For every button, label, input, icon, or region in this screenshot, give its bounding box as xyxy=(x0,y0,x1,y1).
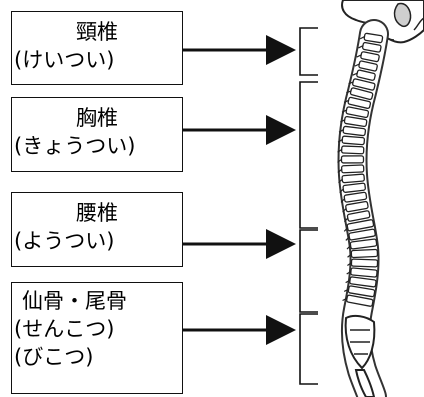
vertebra xyxy=(350,258,379,268)
bracket-sacrum-coccyx xyxy=(299,313,318,385)
vertebra-process xyxy=(354,63,360,67)
vertebra xyxy=(340,155,365,164)
vertebra-process xyxy=(356,54,362,58)
vertebra xyxy=(340,145,365,155)
vertebra-process xyxy=(352,72,358,76)
vertebra xyxy=(350,248,379,259)
label-thoracic-name: 胸椎 xyxy=(76,106,118,130)
vertebra-process xyxy=(339,188,344,193)
vertebra-process xyxy=(346,270,352,275)
vertebra-process xyxy=(343,217,349,223)
label-coccyx-reading: (びこつ) xyxy=(14,345,94,369)
vertebra-process xyxy=(340,119,346,123)
skull-base xyxy=(341,0,424,44)
label-lumbar-reading: (ようつい) xyxy=(14,229,115,253)
vertebra-process xyxy=(342,297,348,302)
label-sacrum-coccyx-name: 仙骨・尾骨 xyxy=(22,289,127,313)
label-sacrum-reading: (せんこつ) xyxy=(14,317,115,341)
coccyx-shape xyxy=(354,369,376,397)
sacrum-ridges xyxy=(350,329,370,355)
vertebra-process xyxy=(347,262,352,266)
vertebra-process xyxy=(338,178,343,184)
vertebrae-group xyxy=(337,32,384,307)
label-thoracic-box: 胸椎 (きょうつい) xyxy=(11,97,183,172)
label-cervical-name: 頸椎 xyxy=(76,20,118,44)
vertebra-process xyxy=(337,139,343,143)
label-lumbar-name: 腰椎 xyxy=(76,201,118,225)
vertebra-process xyxy=(337,148,343,153)
vertebra-process xyxy=(340,198,345,203)
vertebra xyxy=(340,164,365,174)
vertebra-process xyxy=(341,109,347,113)
vertebra-process xyxy=(346,90,352,94)
label-thoracic-reading: (きょうつい) xyxy=(14,134,136,158)
bracket-cervical xyxy=(299,27,318,76)
vertebra xyxy=(341,173,365,184)
vertebra-process xyxy=(346,245,352,250)
vertebra-process xyxy=(358,45,364,49)
vertebra-process xyxy=(359,36,365,40)
label-cervical-box: 頸椎 (けいつい) xyxy=(11,11,183,85)
vertebra-process xyxy=(337,158,342,163)
vertebra-process xyxy=(343,288,349,292)
label-sacrum-coccyx-box: 仙骨・尾骨 (せんこつ) (びこつ) xyxy=(11,282,183,394)
vertebra-process xyxy=(345,236,350,241)
label-cervical-reading: (けいつい) xyxy=(14,48,115,72)
vertebra xyxy=(350,267,378,278)
vertebra-process xyxy=(348,81,354,85)
bracket-thoracic xyxy=(299,81,318,229)
vertebra xyxy=(341,135,366,146)
vertebra-process xyxy=(343,99,349,104)
bracket-lumbar xyxy=(299,229,318,313)
vertebra-process xyxy=(342,208,347,213)
vertebra-process xyxy=(337,168,343,173)
vertebra-process xyxy=(343,227,349,232)
vertebra-process xyxy=(345,279,351,284)
label-lumbar-box: 腰椎 (ようつい) xyxy=(11,192,183,267)
vertebra-process xyxy=(338,129,344,133)
vertebra-process xyxy=(347,253,352,258)
